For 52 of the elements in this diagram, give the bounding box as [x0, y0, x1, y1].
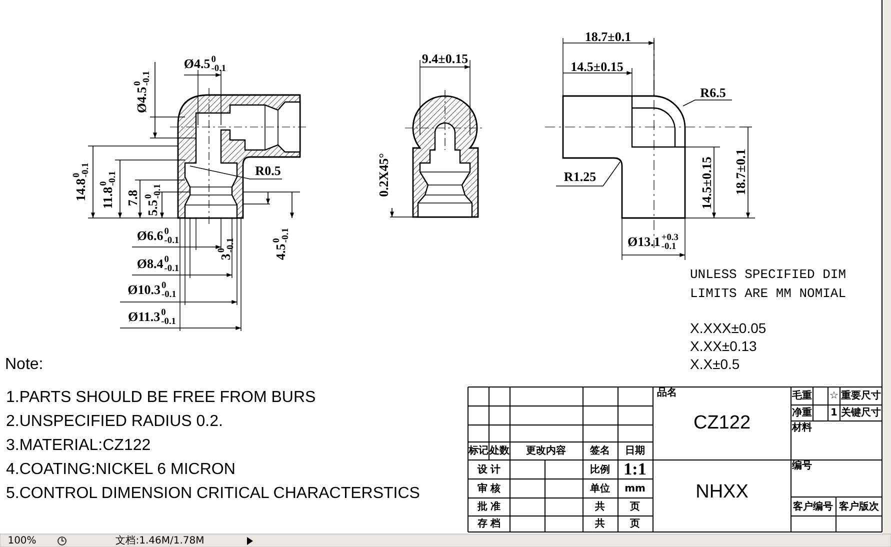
dimension-text: 9.4±0.15	[422, 52, 468, 66]
table-text: 日期	[625, 446, 645, 456]
table-text: 签名	[590, 446, 610, 456]
note-heading: Note:	[5, 356, 44, 374]
dimension-text: 18.7±0.1	[584, 30, 632, 44]
table-text: ☆	[830, 390, 838, 402]
chamfer-text: 0.2X45°	[376, 153, 392, 197]
file-size-text: 文档:1.46M/1.78M	[116, 536, 204, 546]
table-text: 客户版次	[839, 502, 879, 512]
table-text: 品名	[657, 388, 677, 398]
table-text: 1	[830, 408, 838, 418]
radius-text: R0.5	[255, 164, 281, 178]
table-text: 存 档	[477, 518, 501, 530]
note-text: 4.COATING:NICKEL 6 MICRON	[6, 461, 236, 479]
table-text: 共	[595, 518, 605, 530]
note-text: 5.CONTROL DIMENSION CRITICAL CHARACTERSTICS	[6, 485, 420, 503]
scale-text: 1:1	[624, 460, 646, 480]
table-text: 重要尺寸	[841, 390, 881, 402]
table-text: 处数	[490, 446, 510, 456]
tolerance-text: X.X±0.5	[690, 357, 740, 372]
table-text: 共	[595, 502, 605, 512]
dimension-text: 7.8	[126, 190, 140, 206]
table-text: 更改内容	[526, 446, 566, 456]
dimension-text: 14.5±0.15	[700, 156, 714, 210]
table-text: 净重	[792, 408, 812, 418]
zoom-level-text: 100%	[8, 536, 36, 546]
table-text: 页	[630, 502, 640, 512]
part-material-text: CZ122	[693, 414, 751, 434]
radius-text: R1.25	[564, 170, 596, 184]
table-text: 关键尺寸	[841, 408, 881, 418]
table-text: 审 核	[477, 484, 501, 494]
drawing-number-text: NHXX	[696, 482, 748, 504]
table-text: 页	[630, 518, 640, 530]
tolerance-note: UNLESS SPECIFIED DIM LIMITS ARE MM NOMIAL	[690, 266, 848, 303]
note-text: 3.MATERIAL:CZ122	[6, 437, 151, 455]
dimension-text: 14.5±0.15	[570, 60, 624, 74]
table-text: 批 准	[477, 502, 501, 512]
tolerance-text: X.XX±0.13	[690, 339, 757, 354]
note-text: 1.PARTS SHOULD BE FREE FROM BURS	[6, 389, 316, 407]
table-text: 设 计	[477, 464, 501, 476]
table-text: 客户编号	[793, 502, 833, 512]
note-text: 2.UNSPECIFIED RADIUS 0.2.	[6, 413, 223, 431]
table-text: 毛重	[792, 390, 812, 402]
tolerance-text: X.XXX±0.05	[690, 321, 766, 336]
table-text: 单位	[590, 484, 610, 494]
table-text: mm	[624, 484, 646, 494]
radius-text: R6.5	[700, 86, 726, 100]
table-text: 比例	[590, 464, 610, 476]
table-text: 材料	[792, 422, 812, 434]
dimension-text: 18.7±0.1	[734, 148, 748, 196]
table-text: 标记	[468, 446, 488, 456]
table-text: 编号	[792, 460, 812, 472]
